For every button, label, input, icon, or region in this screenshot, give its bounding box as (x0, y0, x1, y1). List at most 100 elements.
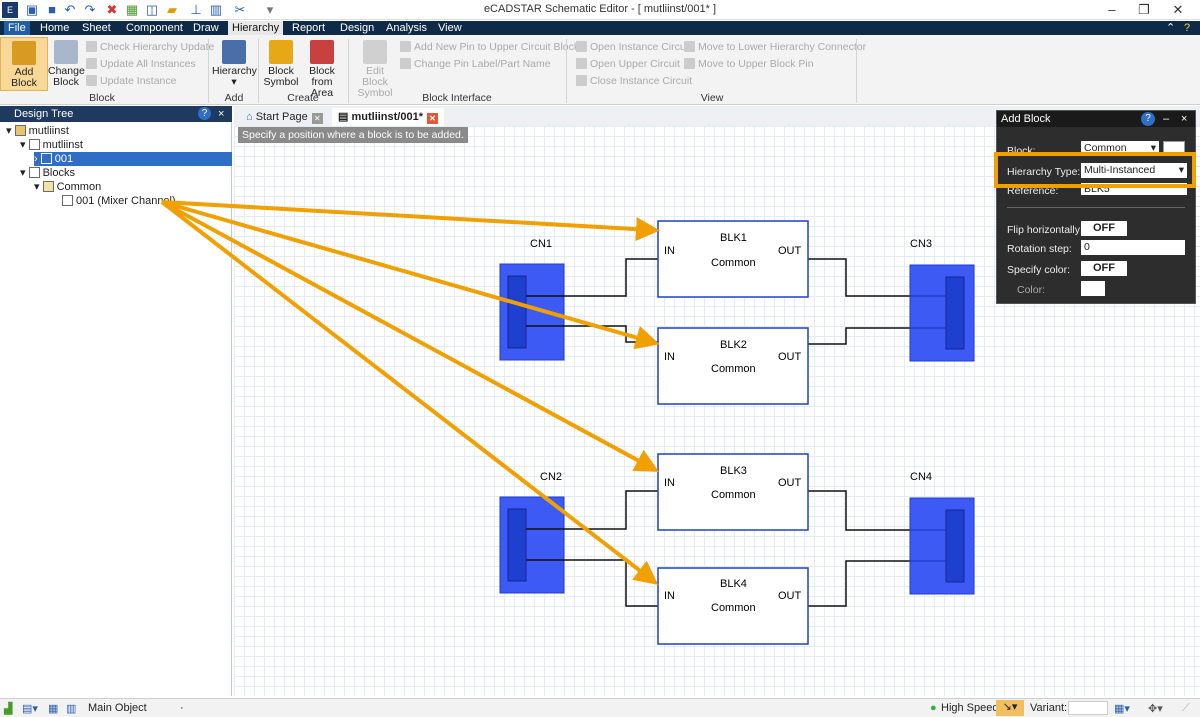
block-blk3[interactable]: BLK3 Common IN OUT (657, 453, 809, 531)
snap-settings-icon[interactable]: ✥▾ (1148, 703, 1163, 715)
help-icon[interactable]: ? (1184, 22, 1191, 34)
tree-item-blocks[interactable]: ▾ Blocks (20, 167, 75, 179)
ribbon-separator (348, 39, 349, 103)
resize-grip-icon: ⟋ (1182, 702, 1190, 714)
hierarchy-dropdown[interactable]: Hierarchy▾ (212, 37, 257, 91)
close-instance-circuit-button[interactable]: Close Instance Circuit (576, 74, 692, 88)
open-icon[interactable]: ▣ (25, 2, 39, 17)
move-lower-hierarchy-button[interactable]: Move to Lower Hierarchy Connector (684, 40, 866, 54)
change-block-button[interactable]: Change Block (48, 37, 85, 91)
tree-item-design[interactable]: ▾ mutliinst (20, 139, 83, 151)
pin-in-label: IN (664, 351, 675, 363)
menu-file[interactable]: File (4, 21, 30, 35)
check-hierarchy-update-button[interactable]: Check Hierarchy Update (86, 40, 214, 54)
object-icon[interactable]: ▥ (66, 703, 77, 715)
connector-label: CN4 (910, 471, 932, 483)
edit-block-symbol-button[interactable]: Edit Block Symbol (352, 37, 398, 99)
wire (808, 327, 910, 345)
menu-design[interactable]: Design (340, 22, 375, 34)
add-pin-label: Add New Pin to Upper Circuit Block (414, 41, 580, 53)
block-blk1[interactable]: BLK1 Common IN OUT (657, 220, 809, 298)
menu-draw[interactable]: Draw (193, 22, 219, 34)
update-instance-button[interactable]: Update Instance (86, 74, 176, 88)
close-tab-icon[interactable]: ✕ (427, 113, 438, 124)
tree-item-mixer-channel[interactable]: 001 (Mixer Channel) (62, 194, 176, 208)
save-icon[interactable]: ■ (48, 2, 56, 17)
tree-item-sheet-001[interactable]: › 001 (34, 152, 232, 166)
block-symbol-button[interactable]: Block Symbol (262, 37, 300, 91)
open-instance-label: Open Instance Circuit (590, 41, 691, 53)
block-symbol-label: Block Symbol (263, 65, 299, 88)
delete-icon[interactable]: ✖ (106, 2, 118, 17)
align-icon[interactable]: ⊥ (190, 2, 202, 17)
connector-cn2[interactable]: CN2 (499, 471, 596, 594)
update-all-instances-button[interactable]: Update All Instances (86, 57, 196, 71)
connector-cn3[interactable]: CN3 (909, 238, 975, 362)
chart-icon[interactable]: ▥ (209, 2, 223, 17)
redo-icon[interactable]: ↷ (84, 2, 96, 17)
add-block-button[interactable]: Add Block (0, 37, 48, 91)
menu-analysis[interactable]: Analysis (386, 22, 427, 34)
add-new-pin-button[interactable]: Add New Pin to Upper Circuit Block (400, 40, 579, 54)
speed-mode-button[interactable]: ↘▾ (996, 700, 1024, 716)
block-frame (657, 220, 809, 298)
undo-icon[interactable]: ↶ (64, 2, 76, 17)
connector-cn4[interactable]: CN4 (909, 471, 975, 595)
open-upper-circuit-button[interactable]: Open Upper Circuit (576, 57, 680, 71)
list-icon[interactable]: ▤▾ (22, 703, 38, 715)
layer-icon[interactable]: ▟ (4, 703, 13, 715)
tab-mutliinst-001[interactable]: ▤ mutliinst/001*✕ (332, 108, 444, 126)
color-swatch[interactable] (1081, 281, 1105, 296)
rotation-step-input[interactable]: 0 (1081, 240, 1185, 255)
hierarchy-type-select[interactable]: Multi-Instanced ▾ (1081, 163, 1187, 178)
group-label-add: Add (224, 92, 244, 104)
pin-out-label: OUT (778, 245, 802, 257)
customize-icon[interactable]: ▾ (266, 2, 274, 17)
grid-icon[interactable]: ▦ (125, 2, 139, 17)
menu-sheet[interactable]: Sheet (82, 22, 111, 34)
menu-home[interactable]: Home (40, 22, 70, 34)
wire (596, 490, 658, 530)
close-icon[interactable]: × (1181, 113, 1188, 125)
specify-color-toggle[interactable]: OFF (1081, 261, 1127, 276)
change-pin-label-button[interactable]: Change Pin Label/Part Name (400, 57, 551, 71)
open-upper-label: Open Upper Circuit (590, 58, 680, 70)
comment-icon[interactable]: ▰ (167, 2, 177, 17)
restore-button[interactable]: ❐ (1138, 2, 1150, 17)
close-tab-icon[interactable]: ✕ (311, 113, 323, 124)
zoom-icon[interactable]: ◫ (145, 2, 159, 17)
tab-start-page[interactable]: ⌂ Start Page✕ (240, 108, 329, 126)
help-icon[interactable]: ? (198, 107, 211, 120)
flip-horizontally-toggle[interactable]: OFF (1081, 221, 1127, 236)
connector-cn1[interactable]: CN1 (499, 238, 596, 361)
grid-settings-icon[interactable]: ▦▾ (1114, 703, 1130, 715)
block-blk2[interactable]: BLK2 Common IN OUT (657, 327, 809, 405)
minimize-button[interactable]: – (1108, 2, 1116, 17)
collapse-ribbon-icon[interactable]: ⌃ (1166, 22, 1176, 34)
tree-item-common[interactable]: ▾ Common (34, 181, 102, 193)
highlight-box (994, 152, 1196, 188)
close-icon[interactable]: × (218, 108, 225, 120)
block-from-area-button[interactable]: Block from Area (300, 37, 344, 99)
block-type: Common (711, 489, 756, 501)
sheet-list-icon[interactable]: ▦ (48, 703, 59, 715)
minimize-icon[interactable]: – (1163, 113, 1170, 125)
menu-component[interactable]: Component (126, 22, 183, 34)
help-icon[interactable]: ? (1141, 112, 1155, 126)
variant-select[interactable] (1068, 701, 1108, 715)
close-button[interactable]: ✕ (1172, 2, 1184, 17)
block-blk4[interactable]: BLK4 Common IN OUT (657, 567, 809, 645)
tree-item-root[interactable]: ▾ mutliinst (6, 125, 69, 137)
menu-view[interactable]: View (438, 22, 462, 34)
ribbon: Add Block Change Block Check Hierarchy U… (0, 35, 1200, 105)
move-upper-block-pin-button[interactable]: Move to Upper Block Pin (684, 57, 814, 71)
tools-icon[interactable]: ✂ (234, 2, 246, 17)
block-frame (657, 327, 809, 405)
menu-hierarchy[interactable]: Hierarchy (228, 21, 284, 35)
block-name: BLK1 (720, 232, 747, 244)
main-object-select[interactable]: Main Object · (88, 702, 188, 714)
connector-pinbar (507, 508, 527, 582)
open-instance-circuit-button[interactable]: Open Instance Circuit (576, 40, 691, 54)
menu-report[interactable]: Report (292, 22, 326, 34)
block-type: Common (711, 602, 756, 614)
